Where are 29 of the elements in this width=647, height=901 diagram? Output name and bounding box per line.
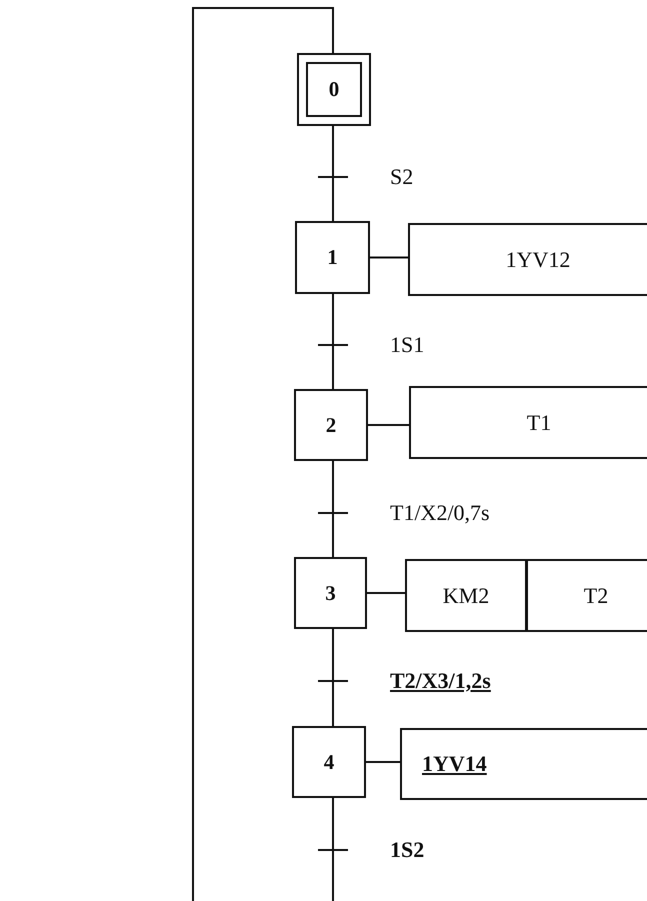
step-number: 3 [325, 580, 336, 606]
step-number: 2 [326, 412, 336, 438]
step-box [294, 557, 367, 629]
connector-line [366, 761, 400, 763]
action-box [400, 728, 647, 800]
action-label: T2 [584, 582, 608, 608]
connector-line [368, 424, 409, 426]
action-box [409, 386, 647, 459]
action-label: 1YV12 [506, 246, 570, 272]
connector-line [367, 592, 405, 594]
connector-line [332, 126, 334, 221]
step-number: 4 [324, 750, 334, 774]
action-box [405, 559, 527, 632]
step-box [295, 221, 370, 294]
action-label: 1YV14 [422, 751, 487, 777]
connector-line [332, 294, 334, 389]
action-box [408, 223, 647, 296]
action-label: KM2 [442, 582, 490, 608]
action-box [526, 559, 647, 632]
step-number: 1 [327, 245, 338, 270]
connector-line [192, 7, 334, 901]
connector-line [370, 256, 408, 258]
step-box [294, 389, 368, 461]
connector-line [332, 629, 334, 726]
step-box [292, 726, 366, 798]
connector-line [332, 461, 334, 557]
step-number: 0 [328, 77, 340, 102]
action-label: T1 [526, 410, 552, 436]
initial-step-box [297, 53, 371, 126]
